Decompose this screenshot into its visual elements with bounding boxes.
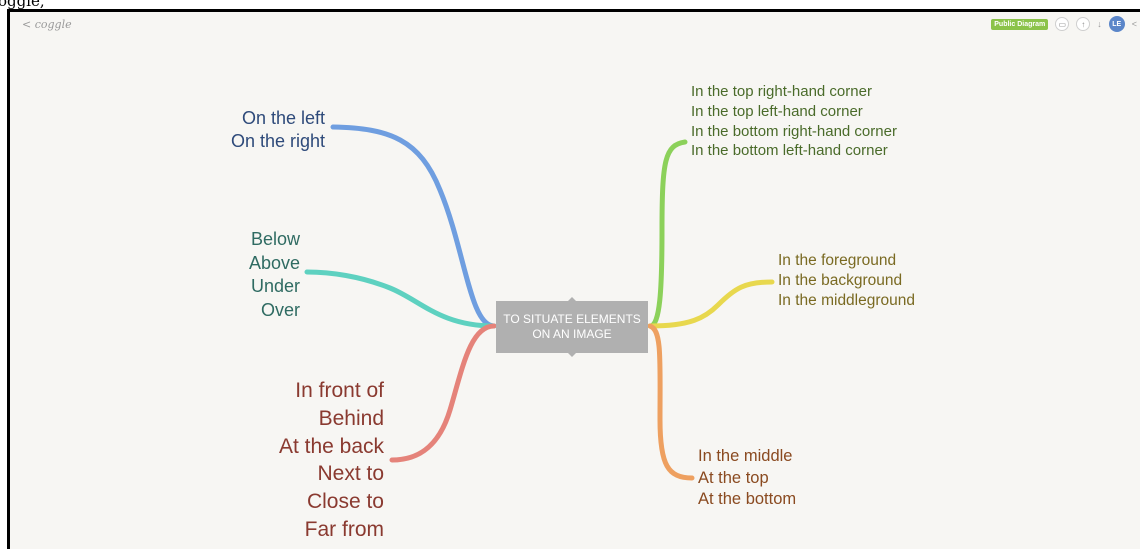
central-node-top-handle[interactable] [568, 297, 576, 301]
node-line: Behind [318, 406, 384, 430]
node-corners[interactable]: In the top right-hand corner In the top l… [691, 82, 906, 161]
node-line: On the left [241, 108, 325, 128]
node-line: Close to [306, 490, 384, 514]
node-line: In the middle [698, 447, 793, 465]
node-line: In the middleground [778, 291, 916, 309]
central-node-bottom-handle[interactable] [568, 353, 576, 357]
toolbar: Public Diagram ▭ ↑ ↓ LE < ” [991, 16, 1140, 32]
node-left-right[interactable]: On the left On the right [231, 107, 325, 153]
branch-line-below-above [304, 269, 497, 329]
node-line: In the bottom right-hand corner [691, 122, 897, 140]
public-diagram-badge[interactable]: Public Diagram [991, 18, 1049, 30]
node-line: Next to [317, 462, 384, 486]
node-line: In the top right-hand corner [691, 83, 872, 100]
node-line: In the bottom left-hand corner [691, 142, 888, 160]
node-line: At the bottom [698, 490, 797, 508]
node-line: At the back [278, 434, 384, 458]
upload-icon[interactable]: ↑ [1076, 17, 1091, 31]
node-line: Under [250, 276, 300, 296]
node-line: In front of [295, 379, 384, 402]
node-line: In the top left-hand corner [691, 102, 863, 120]
node-line: On the right [230, 131, 325, 151]
app-title-fragment: oggle, [0, 0, 45, 10]
central-node[interactable]: TO SITUATE ELEMENTS ON AN IMAGE [496, 301, 648, 353]
present-icon[interactable]: ▭ [1055, 17, 1070, 31]
branch-line-grounds [647, 279, 775, 329]
coggle-logo-link[interactable]: < coggle [22, 18, 72, 31]
node-line: In the foreground [778, 252, 897, 269]
branch-line-front-behind [389, 323, 497, 463]
diagram-canvas[interactable]: < coggle Public Diagram ▭ ↑ ↓ LE < ” [7, 9, 1140, 549]
download-icon[interactable]: ↓ [1097, 19, 1102, 29]
node-line: Below [250, 229, 300, 249]
node-line: Far from [304, 517, 384, 541]
branch-line-corners [647, 139, 688, 329]
share-icon[interactable]: < [1131, 19, 1137, 29]
node-grounds[interactable]: In the foreground In the background In the… [778, 251, 915, 310]
node-line: Over [260, 299, 300, 320]
node-line: Above [248, 252, 300, 273]
node-line: In the background [778, 271, 903, 289]
node-middle[interactable]: In the middle At the top At the bottom [698, 446, 796, 511]
branch-line-middle [647, 323, 695, 481]
node-line: At the top [698, 468, 769, 487]
avatar[interactable]: LE [1108, 16, 1125, 32]
branch-line-left-right [330, 124, 497, 329]
